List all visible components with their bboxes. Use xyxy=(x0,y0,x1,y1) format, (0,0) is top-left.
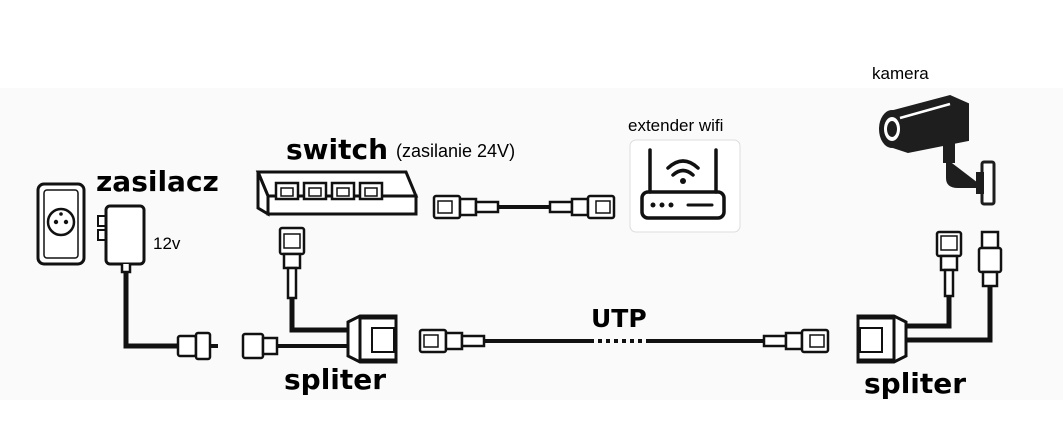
camera-cable-power xyxy=(906,286,993,343)
rj45-plug-extender-right xyxy=(548,194,616,220)
rj45-plug-utp-right xyxy=(762,328,830,354)
dc-plug-left xyxy=(176,331,218,361)
label-12v: 12v xyxy=(153,234,181,253)
label-switch-power: (zasilanie 24V) xyxy=(396,141,516,161)
wifi-extender-icon xyxy=(629,139,741,233)
dc-plug-camera xyxy=(977,230,1003,288)
label-zasilacz: zasilacz xyxy=(96,165,219,198)
label-utp: UTP xyxy=(591,304,647,333)
label-kamera: kamera xyxy=(872,64,929,83)
label-spliter-left: spliter xyxy=(284,363,387,396)
dc-jack-left xyxy=(241,332,348,360)
power-cable xyxy=(123,272,180,349)
label-switch: switch xyxy=(286,133,389,166)
switch-to-splitter-cable xyxy=(289,298,348,333)
wall-outlet xyxy=(36,182,86,266)
rj45-plug-switch xyxy=(278,226,306,300)
network-switch xyxy=(255,170,419,217)
splitter-right xyxy=(856,314,908,364)
label-extender: extender wifi xyxy=(628,116,724,135)
camera-cable-lan xyxy=(906,296,952,329)
power-adapter xyxy=(97,204,146,274)
label-spliter-right: spliter xyxy=(864,367,967,400)
splitter-left xyxy=(346,314,398,364)
camera-icon xyxy=(879,94,996,206)
rj45-plug-camera xyxy=(935,230,963,298)
rj45-plug-utp-left xyxy=(418,328,486,354)
